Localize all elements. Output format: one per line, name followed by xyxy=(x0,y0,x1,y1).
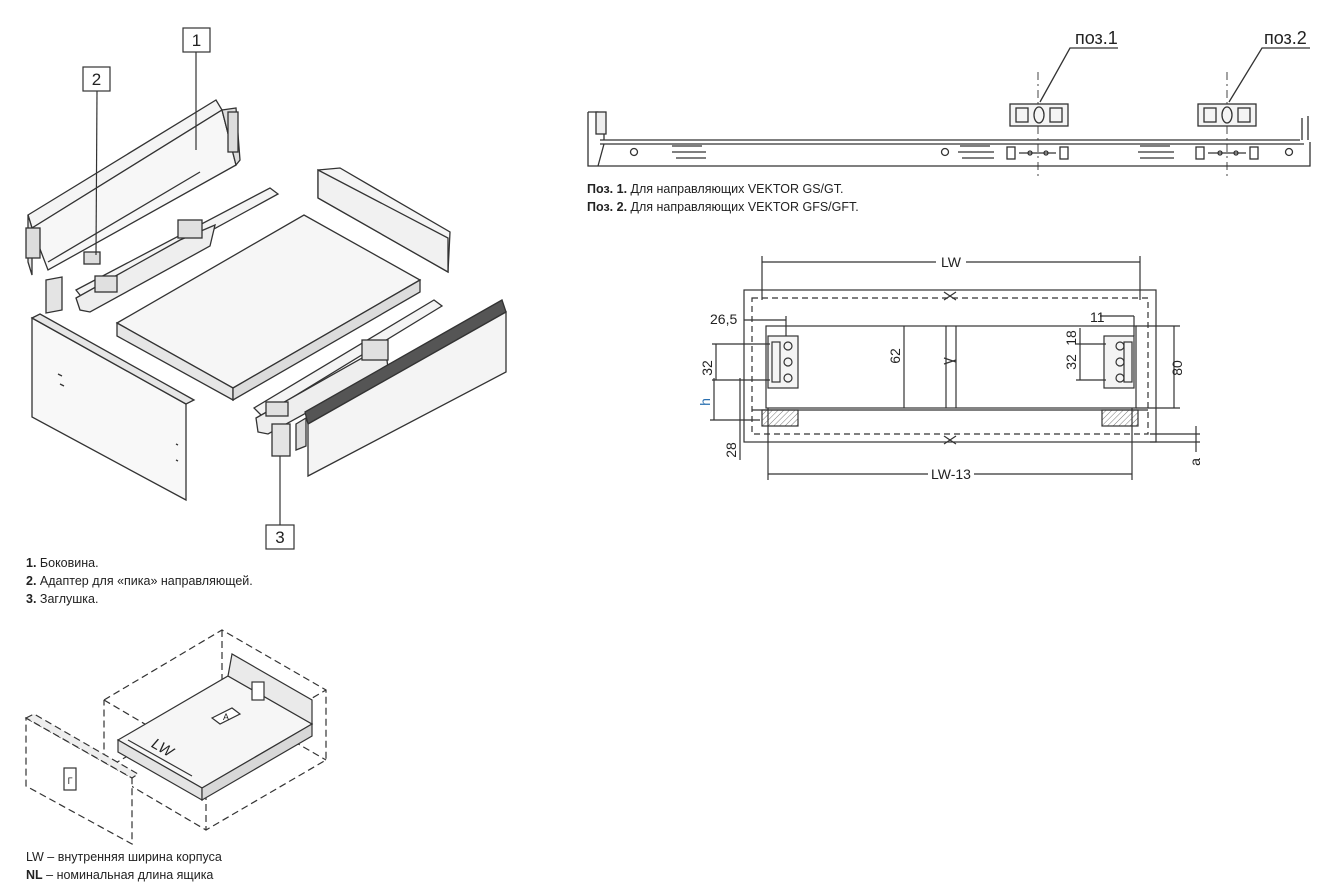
callout-1 xyxy=(182,27,211,150)
rail-view xyxy=(587,47,1311,180)
box-legend: LW – внутренняя ширина корпуса NL – номи… xyxy=(26,848,222,884)
box-view xyxy=(24,629,327,846)
dim-lw-13: LW-13 xyxy=(931,466,971,482)
front-panel xyxy=(30,313,196,502)
adapter-part xyxy=(83,251,101,265)
parts-legend: 1. Боковина. 2. Адаптер для «пика» напра… xyxy=(26,554,253,608)
side-panel-back xyxy=(25,99,241,276)
dim-18: 18 xyxy=(1063,330,1079,346)
dim-28: 28 xyxy=(723,442,739,458)
dim-a: a xyxy=(1187,458,1203,466)
dim-11: 11 xyxy=(1090,309,1105,325)
box-legend-nl: NL – номинальная длина ящика xyxy=(26,868,214,882)
dim-62: 62 xyxy=(887,348,903,364)
box-mark-g: Г xyxy=(68,776,73,786)
runner-front xyxy=(252,299,444,435)
legend-item-1: 1. Боковина. xyxy=(26,556,99,570)
legend-item-3: 3. Заглушка. xyxy=(26,592,99,606)
runner-back xyxy=(75,187,280,313)
rail-note-2: Поз. 2. Для направляющих VEKTOR GFS/GFT. xyxy=(587,200,859,214)
dimension-drawing xyxy=(710,256,1200,480)
rail-notes: Поз. 1. Для направляющих VEKTOR GS/GT. П… xyxy=(587,180,859,216)
pos2-label: поз.2 xyxy=(1264,28,1307,48)
dim-26-5: 26,5 xyxy=(710,311,737,327)
end-cap-left xyxy=(45,276,63,314)
side-panel-front xyxy=(295,299,507,478)
drawer-bottom xyxy=(115,214,422,402)
box-legend-lw: LW – внутренняя ширина корпуса xyxy=(26,850,222,864)
dim-80: 80 xyxy=(1169,360,1185,376)
end-cap-right xyxy=(271,423,291,457)
callout-3-label: 3 xyxy=(275,528,284,547)
dim-32-right: 32 xyxy=(1063,354,1079,370)
dimension-labels: LW 26,5 32 62 h 28 11 18 32 80 a LW-13 xyxy=(697,253,1203,483)
box-mark-a: A xyxy=(223,712,229,722)
callout-3 xyxy=(265,456,295,550)
exploded-view xyxy=(25,99,507,502)
legend-item-2: 2. Адаптер для «пика» направляющей. xyxy=(26,574,253,588)
rail-note-1: Поз. 1. Для направляющих VEKTOR GS/GT. xyxy=(587,182,844,196)
callout-1-label: 1 xyxy=(192,31,201,50)
callout-2-label: 2 xyxy=(92,70,101,89)
pos1-label: поз.1 xyxy=(1075,28,1118,48)
dim-32-left: 32 xyxy=(699,360,715,376)
callout-2 xyxy=(82,66,111,256)
dim-h: h xyxy=(697,398,713,406)
dim-lw: LW xyxy=(941,254,962,270)
